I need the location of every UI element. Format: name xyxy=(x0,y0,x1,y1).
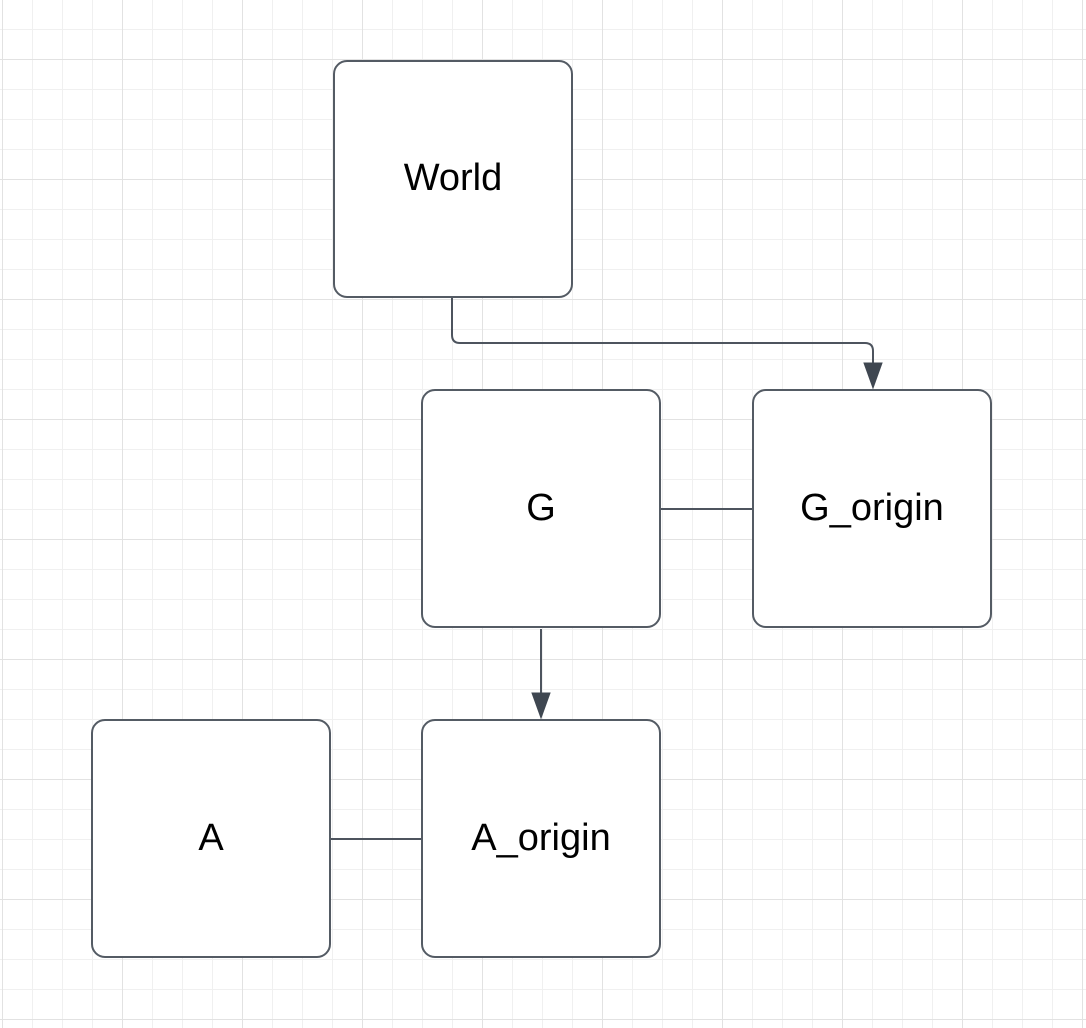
edge-world-to-g-origin[interactable] xyxy=(451,298,883,390)
node-label: A_origin xyxy=(471,816,611,859)
node-a[interactable]: A xyxy=(91,719,331,958)
node-label: World xyxy=(403,157,503,200)
arrowhead-icon xyxy=(531,692,551,720)
node-a-origin[interactable]: A_origin xyxy=(421,719,661,958)
node-g[interactable]: G xyxy=(421,389,661,628)
edge-g-to-a-origin[interactable] xyxy=(531,629,551,720)
node-label: G xyxy=(526,486,556,529)
node-label: G_origin xyxy=(800,486,944,529)
node-world[interactable]: World xyxy=(333,60,573,298)
node-g-origin[interactable]: G_origin xyxy=(752,389,992,628)
arrowhead-icon xyxy=(863,362,883,390)
node-label: A xyxy=(198,816,224,859)
